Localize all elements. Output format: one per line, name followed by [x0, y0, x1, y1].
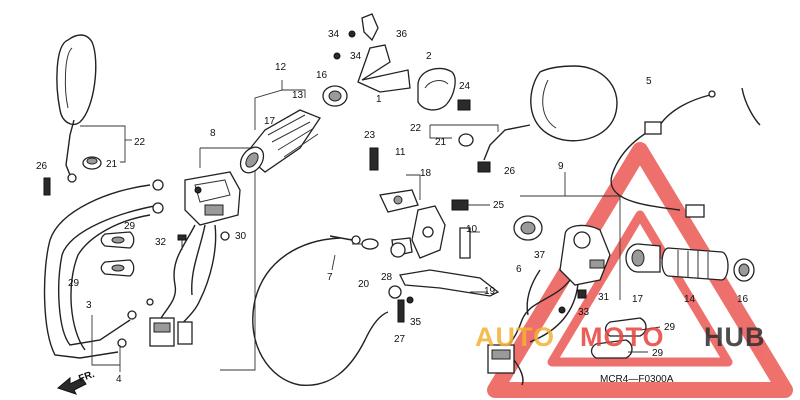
label-12: 12: [275, 62, 287, 73]
clutch-cable: [252, 235, 389, 386]
label-30: 30: [235, 231, 247, 242]
label-31: 31: [598, 292, 610, 303]
front-direction-label: FR.: [77, 369, 96, 385]
label-2: 2: [426, 51, 432, 62]
label-34: 34: [350, 51, 362, 62]
label-19: 19: [484, 286, 496, 297]
watermark-text: AUTO MOTO HUB: [475, 322, 766, 352]
label-26: 26: [36, 161, 48, 172]
callout-labels: 34 36 34 2 12 16 5 24 13 1 17 22 8 23 22…: [36, 29, 749, 385]
screw-30: [220, 231, 230, 241]
watermark-moto: MOTO: [580, 322, 665, 352]
label-36: 36: [396, 29, 408, 40]
diagram-reference-code: MCR4—F0300A: [600, 374, 674, 385]
clamp-36: [361, 13, 379, 42]
right-switch-housing: [559, 224, 611, 286]
label-8: 8: [210, 128, 216, 139]
label-13: 13: [292, 90, 304, 101]
cable-adjuster-28: [390, 242, 406, 258]
label-21: 21: [106, 159, 118, 170]
label-4: 4: [116, 374, 122, 385]
bolt-32: [177, 234, 187, 250]
label-11: 11: [395, 147, 406, 158]
label-1: 1: [376, 94, 382, 105]
right-grip-14: [661, 247, 729, 281]
label-24: 24: [459, 81, 471, 92]
choke-cable-5: [610, 87, 761, 218]
cable-clamp-29-lower: [100, 259, 135, 277]
bracket-1: [357, 44, 411, 93]
bolt-24: [457, 99, 471, 111]
label-26: 26: [504, 166, 516, 177]
screw-34-upper: [348, 30, 356, 38]
label-32: 32: [155, 237, 167, 248]
mirror-bolt-26-right: [477, 161, 491, 173]
screw-34-lower: [333, 52, 341, 60]
watermark-hub: HUB: [704, 322, 766, 352]
cable-clamp-29-upper: [100, 231, 135, 249]
label-34: 34: [328, 29, 340, 40]
label-16: 16: [737, 294, 749, 305]
throttle-sleeve-6: [513, 215, 543, 241]
label-33: 33: [578, 307, 590, 318]
label-21: 21: [435, 137, 447, 148]
throttle-cable-3: [43, 184, 161, 359]
label-6: 6: [516, 264, 522, 275]
label-29: 29: [664, 322, 676, 333]
label-29: 29: [124, 221, 136, 232]
label-25: 25: [493, 200, 505, 211]
throttle-cable-4: [70, 179, 164, 372]
bolt-23: [369, 147, 379, 171]
screw-26-left: [43, 177, 51, 196]
clutch-lever-19: [399, 269, 500, 297]
left-switch-housing: [184, 171, 241, 226]
right-mirror: [483, 65, 618, 161]
label-35: 35: [410, 317, 422, 328]
left-mirror: [56, 34, 132, 183]
lever-bolt-10: [459, 227, 480, 259]
label-17: 17: [632, 294, 644, 305]
label-18: 18: [420, 168, 432, 179]
watermark-auto: AUTO: [475, 322, 555, 352]
front-direction-arrow: [56, 376, 87, 395]
label-28: 28: [381, 272, 393, 283]
label-16: 16: [316, 70, 328, 81]
label-3: 3: [86, 300, 92, 311]
left-mirror-nut: [82, 156, 102, 170]
screw-31: [577, 289, 587, 299]
screw-33: [558, 306, 566, 314]
label-7: 7: [327, 272, 333, 283]
throttle-pipe-17: [625, 243, 661, 273]
label-10: 10: [466, 224, 478, 235]
label-37: 37: [534, 250, 546, 261]
label-14: 14: [684, 294, 696, 305]
label-5: 5: [646, 76, 652, 87]
label-27: 27: [394, 334, 406, 345]
label-23: 23: [364, 130, 376, 141]
bolt-25: [451, 199, 490, 211]
right-switch-harness: [487, 269, 579, 386]
label-22: 22: [134, 137, 146, 148]
handlebar-holder-11: [379, 189, 419, 213]
left-switch-harness: [149, 224, 217, 347]
washer-35: [388, 285, 414, 304]
label-22: 22: [410, 123, 422, 134]
master-cylinder-cover-2: [417, 67, 456, 111]
pivot-bolt-27: [397, 299, 405, 323]
label-29: 29: [652, 348, 664, 359]
label-9: 9: [558, 161, 564, 172]
mirror-nut-21-right: [458, 133, 474, 147]
grip-end-16-right: [733, 258, 755, 282]
cable-clamp-29-right-upper: [604, 317, 647, 337]
clutch-switch-20: [352, 238, 379, 250]
grip-end-16-left: [322, 85, 348, 107]
label-29: 29: [68, 278, 80, 289]
left-grip: [239, 109, 321, 174]
cable-clamp-29-right-lower: [590, 339, 633, 359]
label-20: 20: [358, 279, 370, 290]
label-17: 17: [264, 116, 276, 127]
